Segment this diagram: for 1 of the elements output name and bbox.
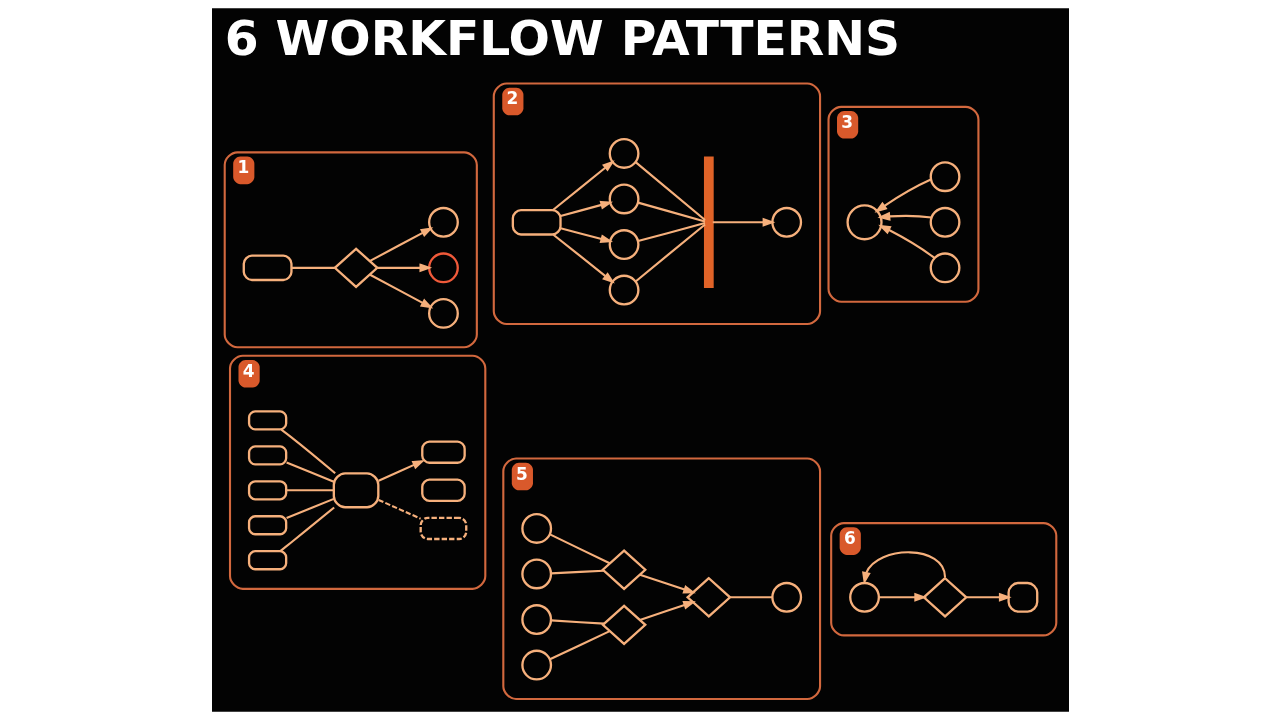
diagram-title: 6 WORKFLOW PATTERNS	[224, 9, 900, 66]
